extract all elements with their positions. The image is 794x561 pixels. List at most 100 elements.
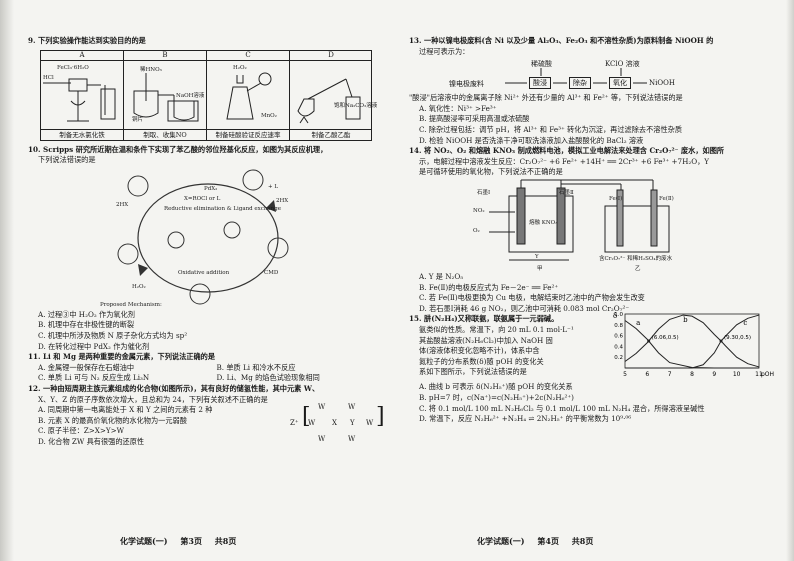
intersection-label: (9.30,0.5) <box>724 335 751 341</box>
q10-label-2hx-left: 2HX <box>116 201 129 208</box>
q10-label-cmd: CMD <box>264 269 279 276</box>
q9-apparatus-a: HCl FeCl₃·6H₂O <box>41 60 124 130</box>
x-tick-label: 6 <box>645 371 649 378</box>
q10-option-a: A. 过程③中 H₂O₂ 作为氧化剂 <box>38 309 135 319</box>
q9-col-d: D <box>290 51 372 61</box>
struct-w4: W <box>366 419 374 428</box>
q13-option-a: A. 氧化性：Ni³⁺ >Fe³⁺ <box>419 103 497 113</box>
q14-label-graphite-2: 石墨Ⅱ <box>559 189 574 196</box>
series-label-c: c <box>743 319 747 327</box>
q14-label-jia: 甲 <box>537 265 543 272</box>
y-axis-label: δ <box>613 312 617 320</box>
y-tick-label: 1.0 <box>614 312 623 318</box>
q10-option-d: D. 在转化过程中 PdX₂ 作为催化剂 <box>38 341 150 351</box>
q15-stem: 15. 肼(N₂H₄)又称联氨，联氨属于一元弱碱。 氨类似的性质。常温下，向 2… <box>409 314 609 378</box>
q11-option-a: A. 金属锂一般保存在石蜡油中 <box>38 362 135 372</box>
q15-line-5: 氮粒子的分布系数(δ)随 pOH 的变化关 <box>419 356 544 366</box>
q12-option-c: C. 原子半径：Z>X>Y>W <box>38 426 125 436</box>
q12-option-a: A. 同周期中第一电离能处于 X 和 Y 之间的元素有 2 种 <box>38 405 213 415</box>
q14-cell-drawing <box>489 179 670 261</box>
q9-apparatus-c: H₂O₂ MnO₂ <box>207 60 290 130</box>
q12-structure: Z⁺ [ ] W W W X Y W W W <box>290 403 385 444</box>
struct-x: X <box>332 419 337 428</box>
q10-label-xrocl: X=ROCl or L <box>184 195 221 202</box>
q9-caption-c: 制备硅酸验证反应速率 <box>207 129 290 140</box>
footer-total-right: 共8页 <box>571 536 594 546</box>
q13-flow-acid-leach: 酸浸 <box>529 77 551 90</box>
q14-label-no2: NO₂ <box>473 207 485 214</box>
y-tick-label: 0.2 <box>614 356 623 362</box>
q10-label-plus-l: + L <box>268 183 279 190</box>
q15-option-d: D. 常温下，反应 N₂H₆²⁺ +N₂H₄ ⇌ 2N₂H₅⁺ 的平衡常数为 1… <box>419 414 632 424</box>
q9-caption-b: 制取、收集NO <box>124 129 207 140</box>
struct-w1: W <box>318 403 326 412</box>
scan-edge-shadow-right <box>786 0 794 561</box>
series-line-b <box>624 314 760 368</box>
q13-option-c: C. 除杂过程包括：调节 pH，将 Al³⁺ 和 Fe³⁺ 转化为沉淀，再过滤除… <box>419 124 683 134</box>
q13-note: "酸浸"后溶液中的金属离子除 Ni²⁺ 外还有少量的 Al³⁺ 和 Fe²⁺ 等… <box>409 93 683 103</box>
q15-option-b: B. pH=7 时，c(Na⁺)=c(N₂H₅⁺)+2c(N₂H₆²⁺) <box>419 392 574 402</box>
q9-caption-d: 制备乙酸乙酯 <box>311 130 351 139</box>
q11-stem: 11. Li 和 Mg 是两种重要的金属元素，下列说法正确的是 <box>28 352 216 362</box>
q12-stem: 12. 一种由短周期主族元素组成的化合物(如图所示)，其有良好的储氢性能，其中元… <box>28 383 320 393</box>
q10-stem-2: 下列说法错误的是 <box>38 155 96 165</box>
struct-y: Y <box>350 419 355 428</box>
q14-stem-3: 是可循环使用的氧化物，下列说法不正确的是 <box>419 167 563 177</box>
q9-label-naoh: NaOH溶液 <box>176 92 205 99</box>
q13-option-b: B. 提高酸浸率可采用高温或浓硫酸 <box>419 114 530 124</box>
intersection-label: (6.06,0.5) <box>652 335 679 341</box>
q13-flow-product: NiOOH <box>649 79 675 88</box>
q10-label-pdx2: PdX₂ <box>204 185 218 192</box>
q13-flow-purify: 除杂 <box>569 77 591 90</box>
q9-label-hno3: 稀HNO₃ <box>140 66 162 73</box>
q12-options: A. 同周期中第一电离能处于 X 和 Y 之间的元素有 2 种 B. 元素 X … <box>28 405 268 447</box>
footer-page-right: 第4页 <box>537 536 559 546</box>
chart-frame <box>624 313 760 369</box>
apparatus-a-drawing <box>43 78 116 122</box>
footer-title-right: 化学试题(一) <box>477 536 525 546</box>
q10-stem: 10. Scripps 研究所近期在温和条件下实现了苯乙酸的邻位羟基化反应，如图… <box>28 144 328 154</box>
q14-label-yi: 乙 <box>635 265 641 272</box>
left-page: 9. 下列实验操作能达到实验目的的是 A B C D HCl FeCl₃·6H₂… <box>28 36 385 547</box>
y-tick-label: 0.4 <box>614 345 623 351</box>
q9-label-cu: 铜片 <box>132 116 144 123</box>
intersection-point <box>647 339 651 343</box>
scan-edge-shadow <box>0 0 14 561</box>
left-footer: 化学试题(一) 第3页 共8页 <box>120 536 246 547</box>
q15-head: 15. 肼(N₂H₄)又称联氨，联氨属于一元弱碱。 氨类似的性质。常温下，向 2… <box>409 312 778 382</box>
q9-col-c: C <box>207 50 290 61</box>
q14-label-waste: 含Cr₂O₇²⁻ 和稀H₂SO₄的废水 <box>599 255 673 262</box>
apparatus-b-drawing <box>133 72 199 122</box>
q14-label-y: Y <box>535 253 539 260</box>
q14-cell-figure: 石墨Ⅰ 石墨Ⅱ NO₂ O₂ 熔融 KNO₃ Y Fe(Ⅰ) Fe(Ⅱ) 含Cr… <box>409 178 778 272</box>
footer-title-left: 化学试题(一) <box>120 536 168 546</box>
q13-flow-oxidize: 氧化 <box>609 77 631 90</box>
q14-option-a: A. Y 是 N₂O₅ <box>419 271 464 281</box>
q12-option-d: D. 化合物 ZW 具有很强的还原性 <box>38 436 145 446</box>
series-line-c <box>625 314 760 369</box>
q13-stem: 13. 一种以镍电极废料(含 Ni 以及少量 Al₂O₃、Fe₂O₃ 和不溶性杂… <box>409 36 714 45</box>
q11-option-c: C. 单质 Li 可与 N₂ 反应生成 Li₃N <box>38 373 150 383</box>
q11-option-d: D. Li、Mg 的焰色试验现象相同 <box>216 373 320 383</box>
series-label-b: b <box>683 316 688 324</box>
q13-flow-start: 镍电极废料 <box>449 80 484 89</box>
q9-label-mno2: MnO₂ <box>261 112 277 119</box>
q15-line-2: 氨类似的性质。常温下，向 20 mL 0.1 mol·L⁻¹ <box>419 324 574 334</box>
footer-page-left: 第3页 <box>180 536 202 546</box>
q10-option-c: C. 机理中所涉及物质 N 原子杂化方式均为 sp² <box>38 330 188 340</box>
x-tick-label: 9 <box>712 371 716 378</box>
q9-apparatus-b: 稀HNO₃ 铜片 NaOH溶液 <box>124 60 207 130</box>
y-tick-label: 0.6 <box>614 334 623 340</box>
apparatus-d-drawing <box>297 78 361 123</box>
q10-label-h2o2: H₂O₂ <box>132 283 146 290</box>
q11-option-b: B. 单质 Li 和冷水不反应 <box>216 362 296 372</box>
q10-mechanism-figure: PdX₂ X=ROCl or L 2HX Reductive eliminati… <box>28 166 385 310</box>
intersection-point <box>719 339 723 343</box>
q14-label-o2: O₂ <box>473 227 480 234</box>
y-tick-label: 0.8 <box>614 323 623 329</box>
q14-stem-2: 示，电解过程中溶液发生反应：Cr₂O₇²⁻ +6 Fe²⁺ +14H⁺ ══ 2… <box>419 156 710 166</box>
series-label-a: a <box>636 319 640 327</box>
footer-total-left: 共8页 <box>214 536 237 546</box>
q15-option-c: C. 将 0.1 mol/L 100 mL N₂H₆Cl₂ 与 0.1 mol/… <box>419 403 705 413</box>
x-tick-label: 11 <box>755 371 763 378</box>
